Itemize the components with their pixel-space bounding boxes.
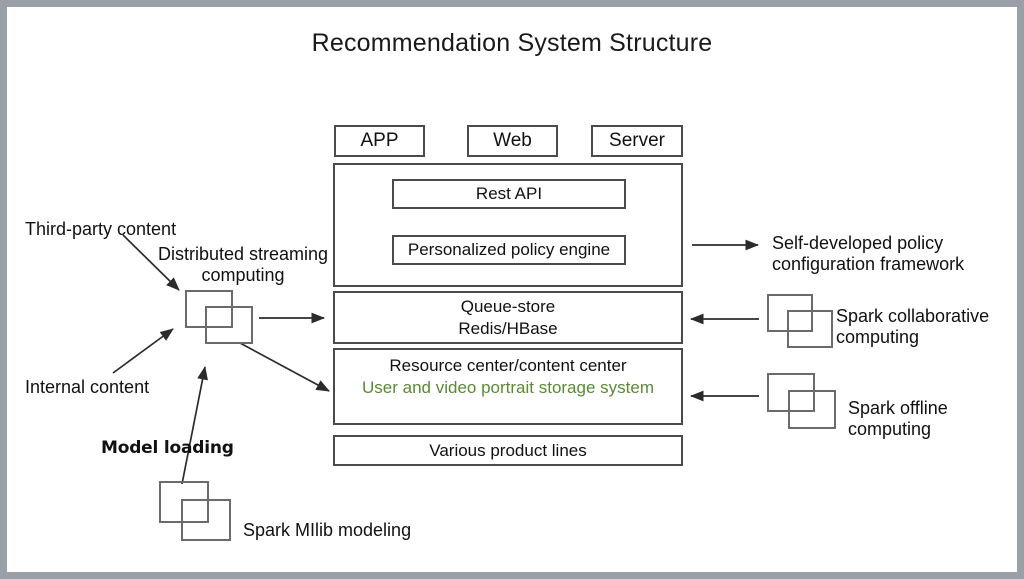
third-party-content-label: Third-party content	[25, 219, 177, 239]
spark-offline-label: Spark offline computing	[848, 398, 948, 440]
distributed-streaming-label: Distributed streaming computing	[157, 244, 329, 286]
rest-api-box[interactable]: Rest API	[392, 179, 626, 209]
arrow-third-party-to-stream	[122, 234, 180, 291]
page-title: Recommendation System Structure	[311, 29, 713, 57]
spark-mllib-node-icon[interactable]	[159, 481, 234, 544]
self-developed-framework-label: Self-developed policy configuration fram…	[772, 233, 965, 275]
resource-center-box[interactable]: Resource center/content center User and …	[333, 348, 683, 425]
client-box-server-label: Server	[609, 130, 665, 151]
arrow-model-loading-to-stream	[181, 365, 208, 485]
product-lines-label: Various product lines	[429, 440, 587, 460]
queue-store-line1: Queue-store	[460, 297, 556, 317]
spark-mllib-label: Spark MIlib modeling	[243, 520, 412, 540]
spark-offline-node-icon[interactable]	[767, 373, 839, 431]
product-lines-box[interactable]: Various product lines	[333, 435, 683, 466]
rest-api-label: Rest API	[475, 184, 543, 203]
arrow-internal-to-stream	[112, 328, 174, 374]
connector-layer	[112, 234, 760, 485]
diagram-canvas: Recommendation System Structure	[7, 7, 1017, 572]
client-box-web[interactable]: Web	[467, 125, 558, 157]
distributed-streaming-node-icon[interactable]	[185, 290, 257, 346]
client-box-app-label: APP	[360, 130, 399, 151]
spark-collaborative-node-icon[interactable]	[767, 294, 837, 350]
portrait-storage-label: User and video portrait storage system	[362, 378, 654, 398]
internal-content-label: Internal content	[25, 377, 150, 397]
spark-collaborative-label: Spark collaborative computing	[836, 306, 990, 348]
resource-center-line1: Resource center/content center	[389, 356, 627, 375]
model-loading-label: Model loading	[101, 438, 234, 458]
queue-store-line2: Redis/HBase	[458, 318, 558, 338]
queue-store-box[interactable]: Queue-store Redis/HBase	[333, 291, 683, 344]
policy-engine-label: Personalized policy engine	[407, 240, 611, 259]
arrow-stream-to-resource	[239, 342, 330, 392]
client-box-web-label: Web	[493, 130, 532, 151]
client-box-server[interactable]: Server	[591, 125, 683, 157]
policy-engine-box[interactable]: Personalized policy engine	[392, 235, 626, 265]
client-box-app[interactable]: APP	[334, 125, 425, 157]
